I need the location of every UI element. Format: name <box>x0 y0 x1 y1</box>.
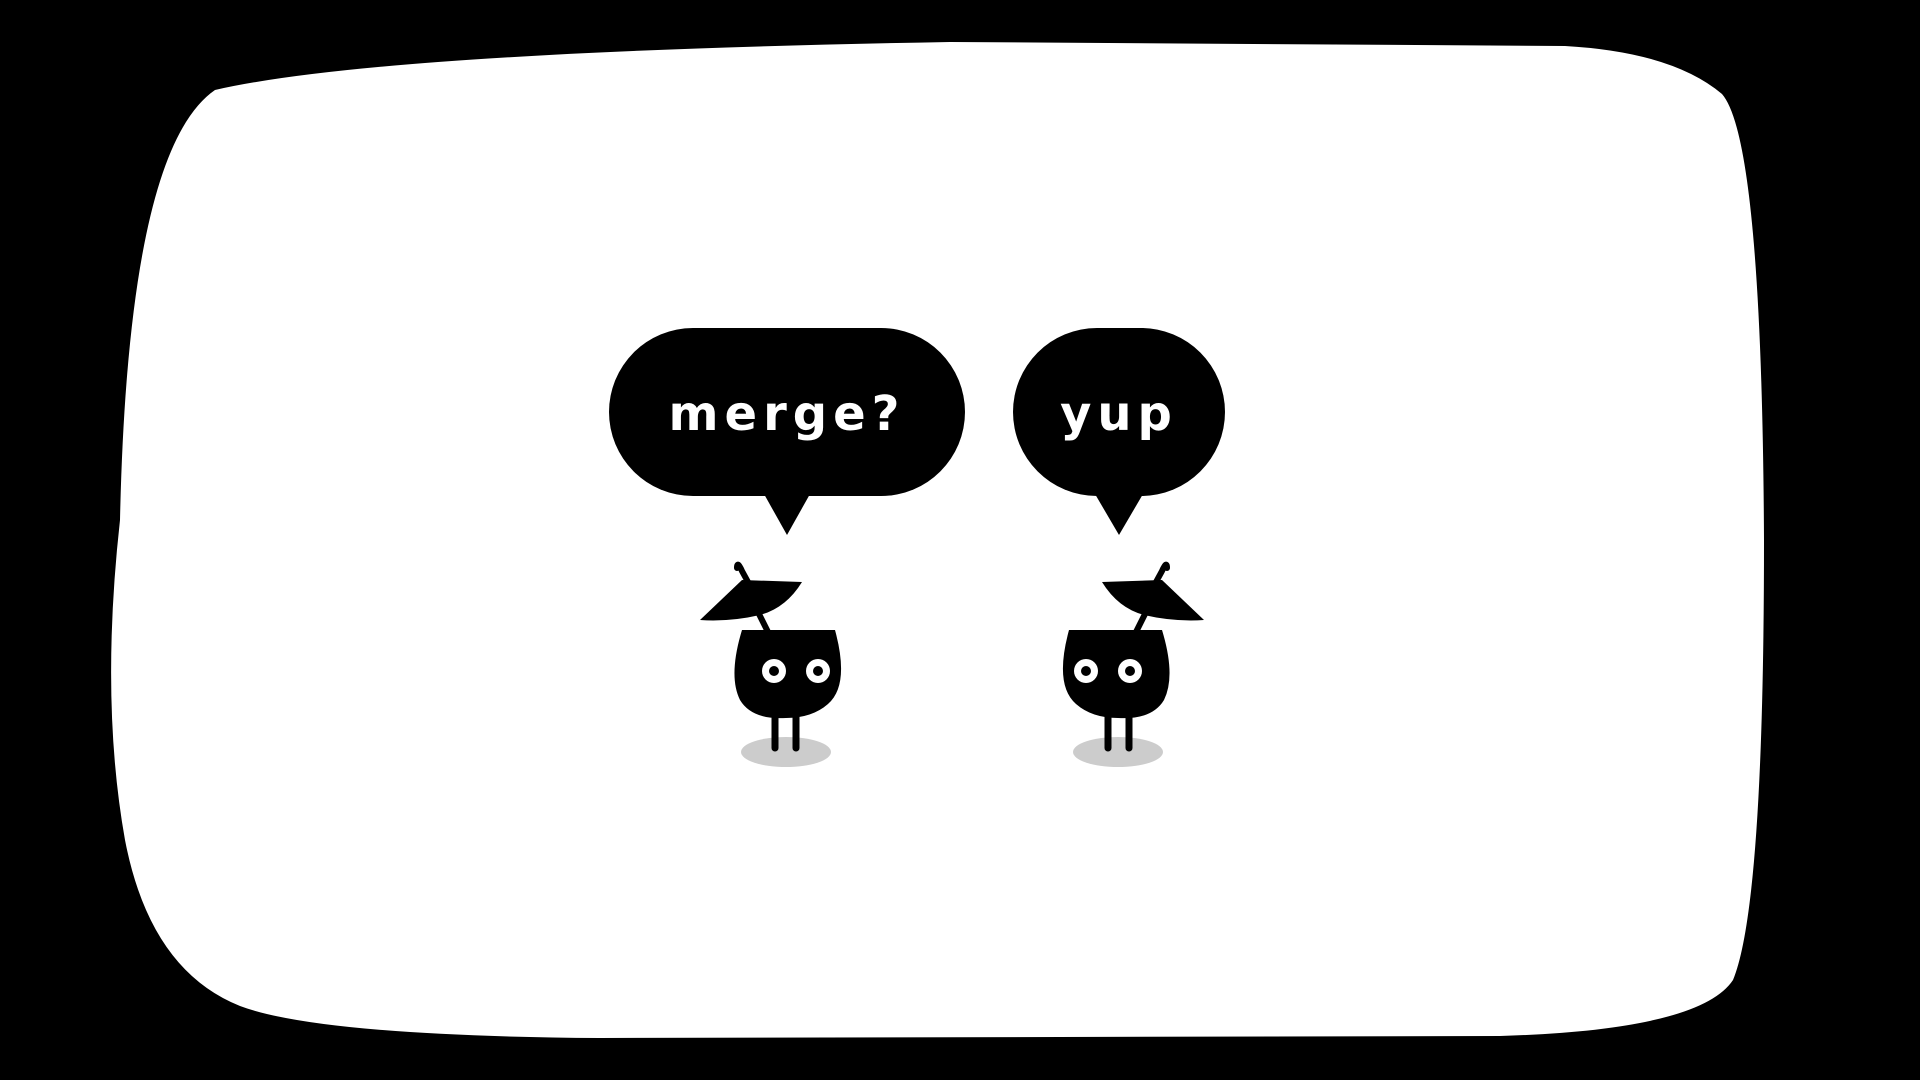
left-hat <box>700 580 802 621</box>
right-body <box>1062 630 1170 719</box>
bird-character-icon <box>1062 561 1204 752</box>
left-bubble-tail <box>764 494 810 535</box>
left-body <box>734 630 842 719</box>
right-pupil-2 <box>1081 666 1091 676</box>
right-hat <box>1102 580 1204 621</box>
left-character-shadow <box>741 737 831 767</box>
left-bubble-body <box>609 328 965 496</box>
right-speech-bubble: yup <box>1013 328 1225 535</box>
right-bubble-tail <box>1095 494 1143 535</box>
left-neck <box>755 610 771 634</box>
bird-character-icon <box>700 561 842 752</box>
right-character <box>1062 561 1204 767</box>
right-hat-antenna <box>1153 561 1170 585</box>
left-pupil-2 <box>813 666 823 676</box>
left-speech-text: merge? <box>669 386 906 442</box>
right-neck <box>1133 610 1149 634</box>
right-bubble-body <box>1013 328 1225 496</box>
white-panel <box>111 42 1765 1038</box>
right-speech-text: yup <box>1060 386 1178 442</box>
right-character-shadow <box>1073 737 1163 767</box>
left-hat-antenna <box>734 561 751 585</box>
left-speech-bubble: merge? <box>609 328 965 535</box>
left-pupil-1 <box>769 666 779 676</box>
left-character <box>700 561 842 767</box>
right-pupil-1 <box>1125 666 1135 676</box>
